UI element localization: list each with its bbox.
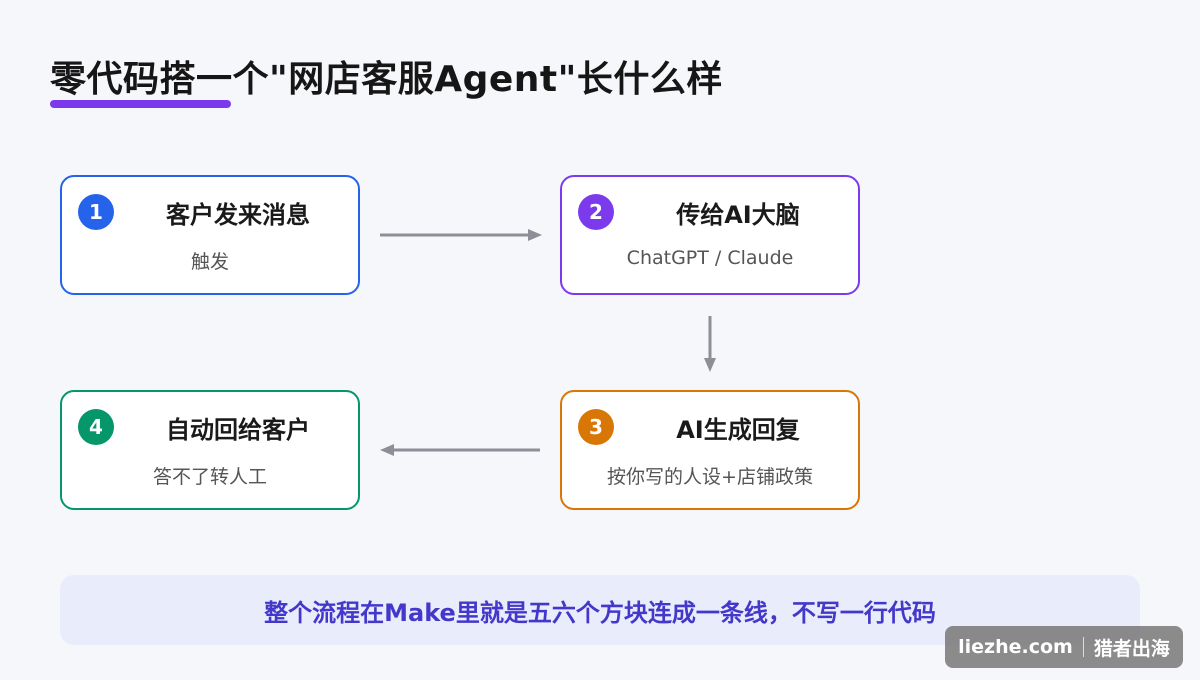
step-number-badge: 3 <box>578 409 614 445</box>
watermark-divider <box>1082 637 1084 657</box>
step-subtitle: 按你写的人设+店铺政策 <box>607 466 813 488</box>
step-card-2: 2 传给AI大脑 ChatGPT / Claude <box>560 175 860 295</box>
step-number-badge: 2 <box>578 194 614 230</box>
step-subtitle: ChatGPT / Claude <box>626 247 794 269</box>
step-title: 自动回给客户 <box>166 416 310 444</box>
watermark-brand: 猎者出海 <box>1093 637 1170 660</box>
step-card-1: 1 客户发来消息 触发 <box>60 175 360 295</box>
step-title: 传给AI大脑 <box>676 201 800 229</box>
arrow-step1-to-step2 <box>380 229 542 241</box>
step-subtitle: 触发 <box>190 251 229 273</box>
summary-text: 整个流程在Make里就是五六个方块连成一条线，不写一行代码 <box>264 598 936 627</box>
page-title: 零代码搭一个"网店客服Agent"长什么样 <box>50 59 723 100</box>
step-card-4: 4 自动回给客户 答不了转人工 <box>60 390 360 510</box>
step-number-badge: 1 <box>78 194 114 230</box>
title-underline <box>50 100 231 108</box>
step-title: AI生成回复 <box>676 416 800 444</box>
step-subtitle: 答不了转人工 <box>152 466 267 488</box>
step-title: 客户发来消息 <box>166 201 310 229</box>
step-number-badge: 4 <box>78 409 114 445</box>
watermark: liezhe.com 猎者出海 <box>945 626 1183 668</box>
arrow-step3-to-step4 <box>380 444 540 456</box>
step-card-3: 3 AI生成回复 按你写的人设+店铺政策 <box>560 390 860 510</box>
arrow-step2-to-step3 <box>704 316 716 372</box>
watermark-site: liezhe.com <box>958 636 1073 658</box>
